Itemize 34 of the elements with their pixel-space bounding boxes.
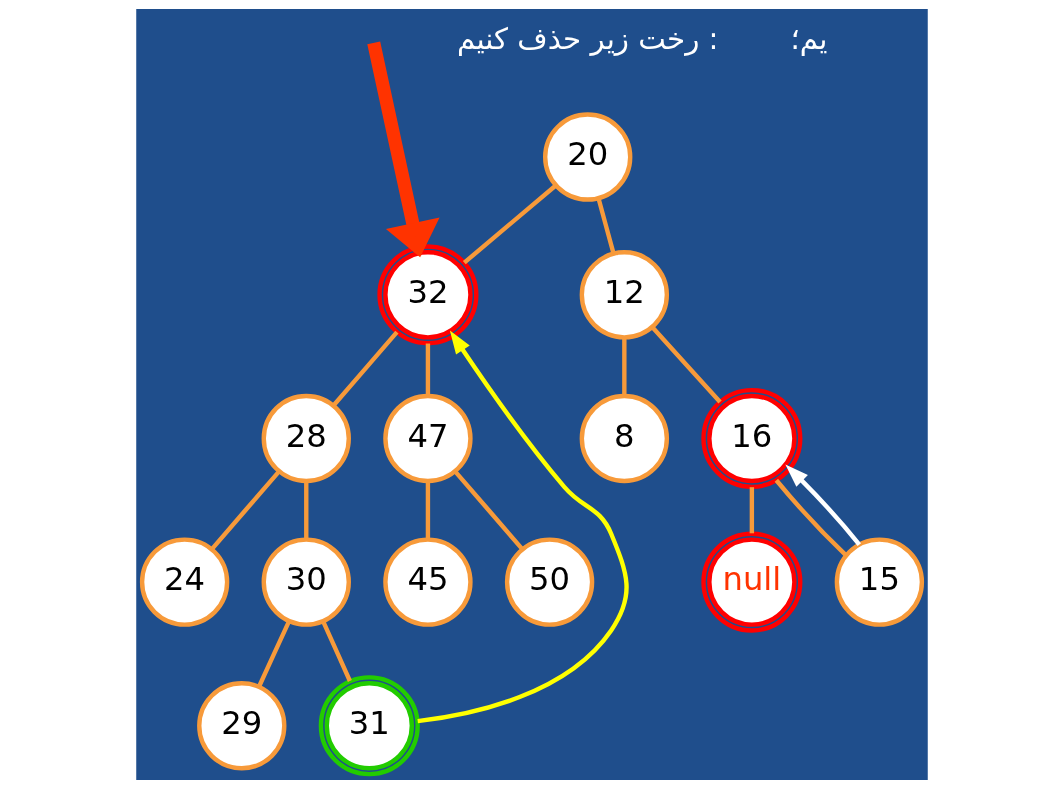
- arrow: [366, 41, 440, 257]
- connector: [425, 343, 430, 396]
- arrow: [416, 329, 629, 723]
- connector: [320, 619, 352, 682]
- node-circle: 47: [382, 393, 473, 483]
- node-circle: 20: [542, 111, 632, 202]
- connector: [650, 325, 722, 403]
- connector: [453, 469, 524, 551]
- connector: [621, 336, 627, 396]
- label: یم؛: [790, 21, 828, 56]
- connector: [303, 480, 308, 539]
- node-circle: 24: [139, 536, 229, 627]
- connector: [462, 183, 557, 264]
- connector: [209, 469, 280, 551]
- node-circle: 12: [579, 249, 669, 340]
- node-circle: 29: [196, 680, 286, 770]
- connector: [425, 480, 430, 539]
- node-circle: 45: [382, 536, 473, 627]
- connector: [331, 330, 399, 407]
- node-circle: null: [700, 531, 802, 633]
- arrow: [784, 463, 861, 546]
- node-circle: 50: [504, 536, 594, 627]
- node-circle: 30: [261, 536, 351, 627]
- connector: [595, 197, 616, 254]
- connector: [749, 486, 754, 533]
- node-circle: 16: [700, 387, 802, 489]
- node-circle: 15: [834, 536, 924, 627]
- connector: [774, 478, 848, 557]
- node-circle: 31: [318, 674, 420, 776]
- node-circle: 28: [261, 393, 351, 483]
- connector: [256, 619, 291, 687]
- label: رخت زیر حذف کنیم :: [456, 21, 718, 56]
- node-circle: 32: [376, 243, 478, 345]
- node-circle: 8: [579, 393, 669, 483]
